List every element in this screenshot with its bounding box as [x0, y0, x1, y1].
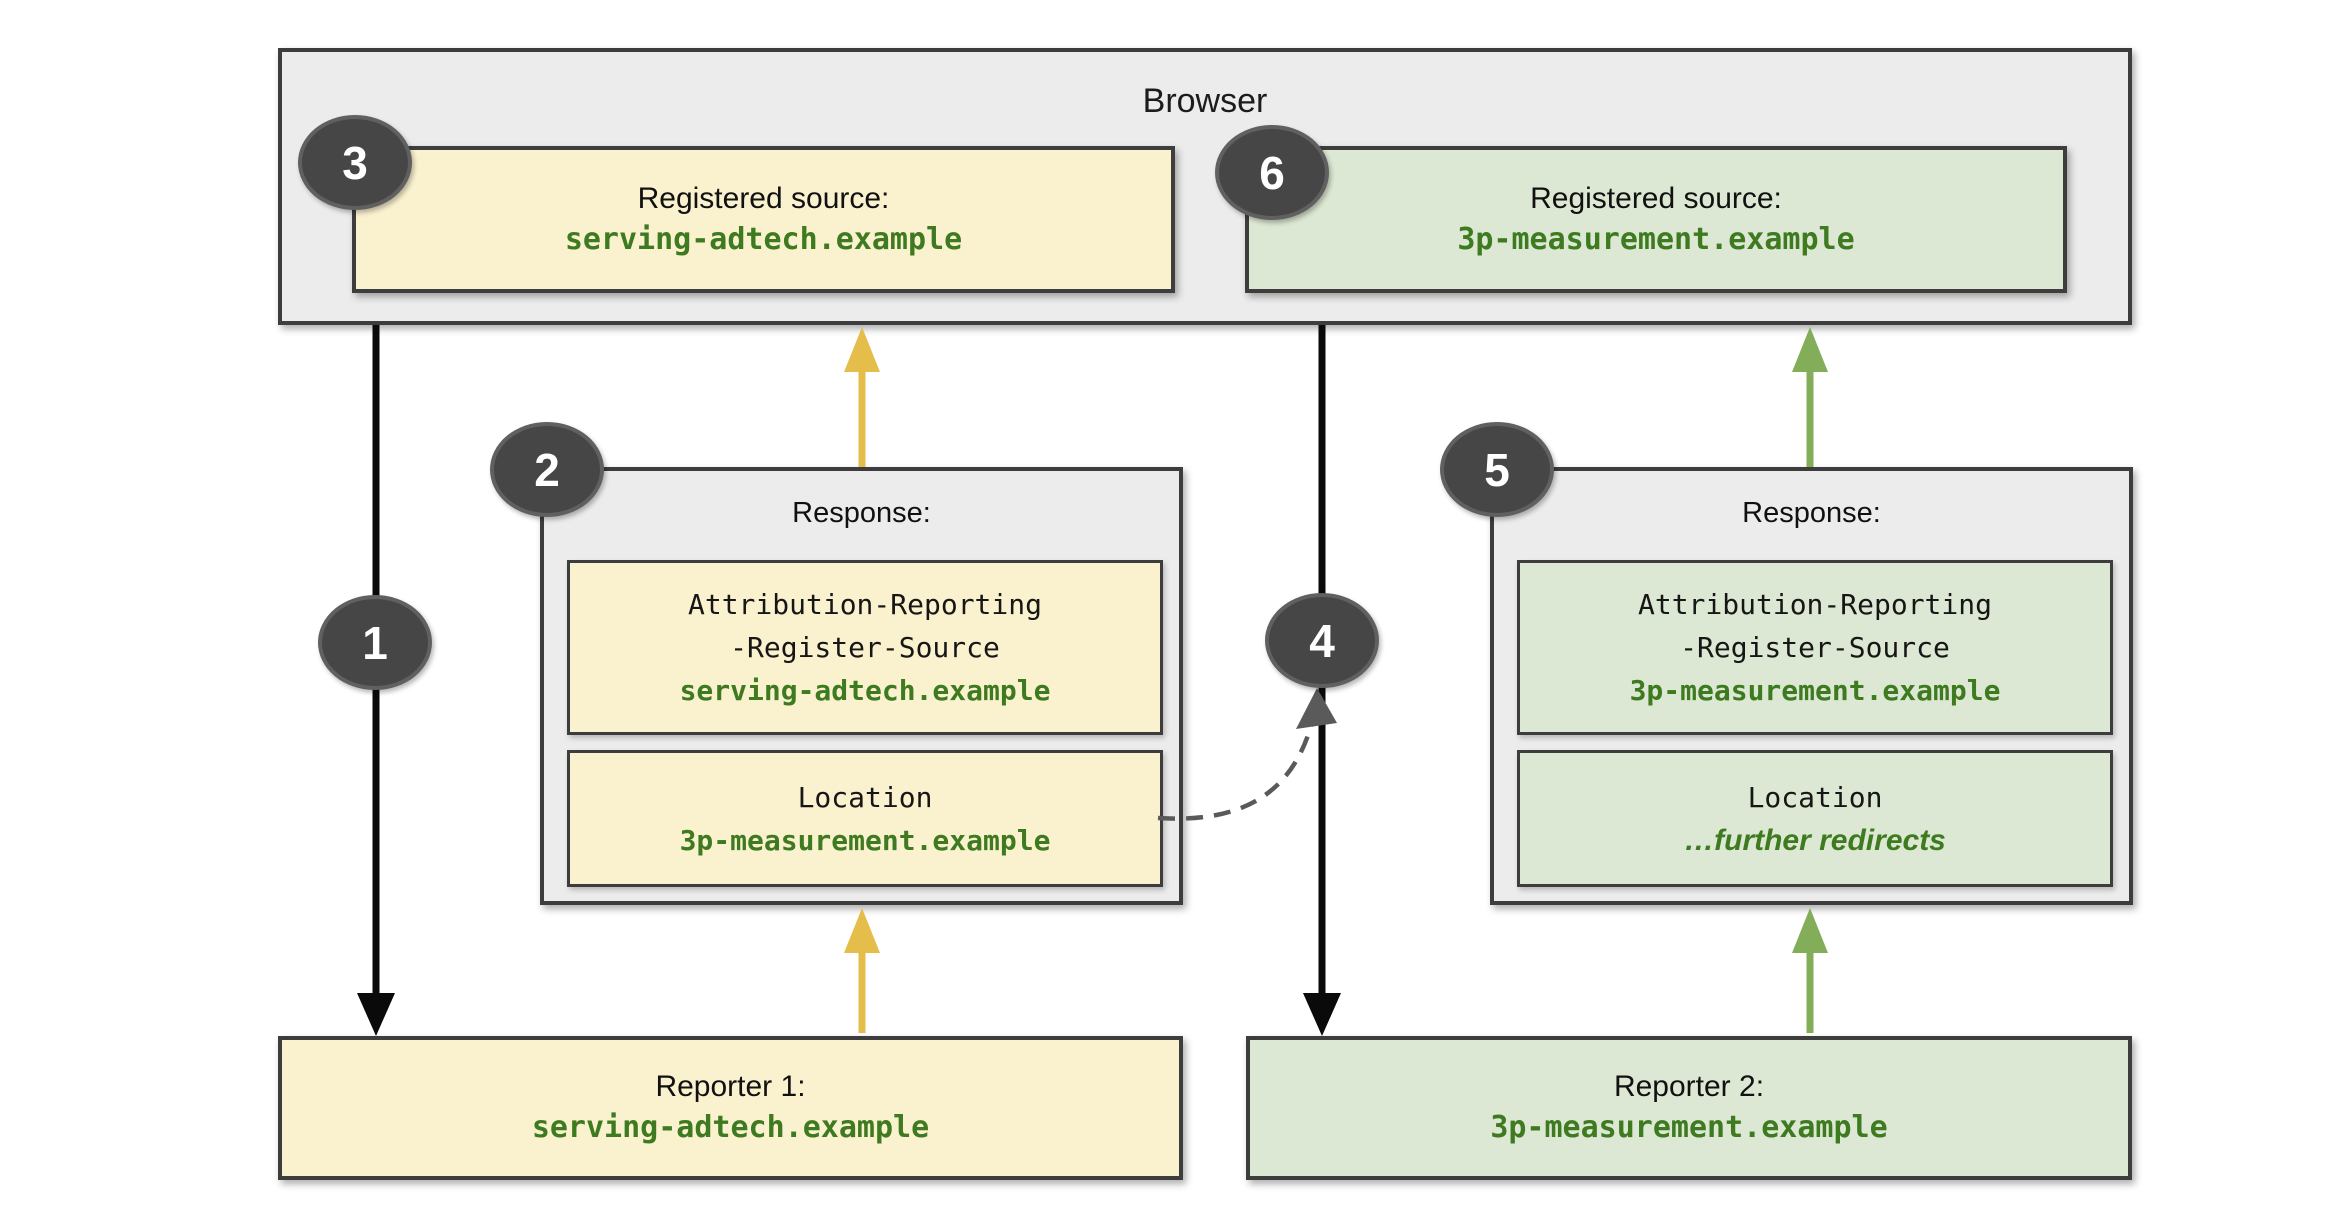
step-badge-3: 3: [298, 115, 412, 210]
response-2-box: Response: Attribution-Reporting -Registe…: [1490, 467, 2133, 905]
registered-source-2-label: Registered source:: [1530, 181, 1782, 215]
reporter-2-box: Reporter 2: 3p-measurement.example: [1246, 1036, 2132, 1180]
reporter-1-label: Reporter 1:: [655, 1070, 806, 1103]
location-value: 3p-measurement.example: [679, 823, 1051, 857]
step-badge-5: 5: [1440, 422, 1554, 517]
response-1-box: Response: Attribution-Reporting -Registe…: [540, 467, 1183, 905]
response-1-title: Response:: [792, 497, 931, 529]
registered-source-2-domain: 3p-measurement.example: [1457, 221, 1855, 257]
location-value: …further redirects: [1684, 823, 1946, 857]
step-badge-2: 2: [490, 422, 604, 517]
header-name-line-2: -Register-Source: [1680, 631, 1950, 664]
arrow-up-yellow-top-icon: [844, 327, 880, 467]
location-label: Location: [1747, 780, 1883, 814]
response-2-location-header: Location …further redirects: [1517, 750, 2113, 887]
header-value: serving-adtech.example: [679, 674, 1051, 707]
response-2-title: Response:: [1742, 497, 1881, 529]
registered-source-1-label: Registered source:: [637, 181, 890, 215]
response-1-location-header: Location 3p-measurement.example: [567, 750, 1163, 887]
registered-source-1-domain: serving-adtech.example: [564, 221, 963, 257]
arrow-up-green-top-icon: [1792, 327, 1828, 467]
arrow-up-green-bottom-icon: [1792, 908, 1828, 1033]
header-name-line-1: Attribution-Reporting: [1637, 588, 1992, 621]
reporter-1-box: Reporter 1: serving-adtech.example: [278, 1036, 1183, 1180]
step-badge-4: 4: [1265, 593, 1379, 688]
registered-source-1-box: Registered source: serving-adtech.exampl…: [352, 146, 1175, 293]
registered-source-2-box: Registered source: 3p-measurement.exampl…: [1245, 146, 2067, 293]
reporter-1-domain: serving-adtech.example: [531, 1110, 930, 1145]
header-name-line-1: Attribution-Reporting: [687, 588, 1042, 621]
browser-title: Browser: [1142, 82, 1268, 120]
arrow-up-yellow-bottom-icon: [844, 908, 880, 1033]
reporter-2-domain: 3p-measurement.example: [1490, 1110, 1888, 1145]
location-label: Location: [797, 780, 933, 814]
response-2-register-source-header: Attribution-Reporting -Register-Source 3…: [1517, 560, 2113, 735]
header-name-line-2: -Register-Source: [730, 631, 1000, 664]
header-value: 3p-measurement.example: [1629, 674, 2001, 707]
response-1-register-source-header: Attribution-Reporting -Register-Source s…: [567, 560, 1163, 735]
reporter-2-label: Reporter 2:: [1613, 1070, 1765, 1103]
step-badge-1: 1: [318, 595, 432, 690]
dashed-redirect-arrow-icon: [1157, 688, 1337, 821]
step-badge-6: 6: [1215, 125, 1329, 220]
